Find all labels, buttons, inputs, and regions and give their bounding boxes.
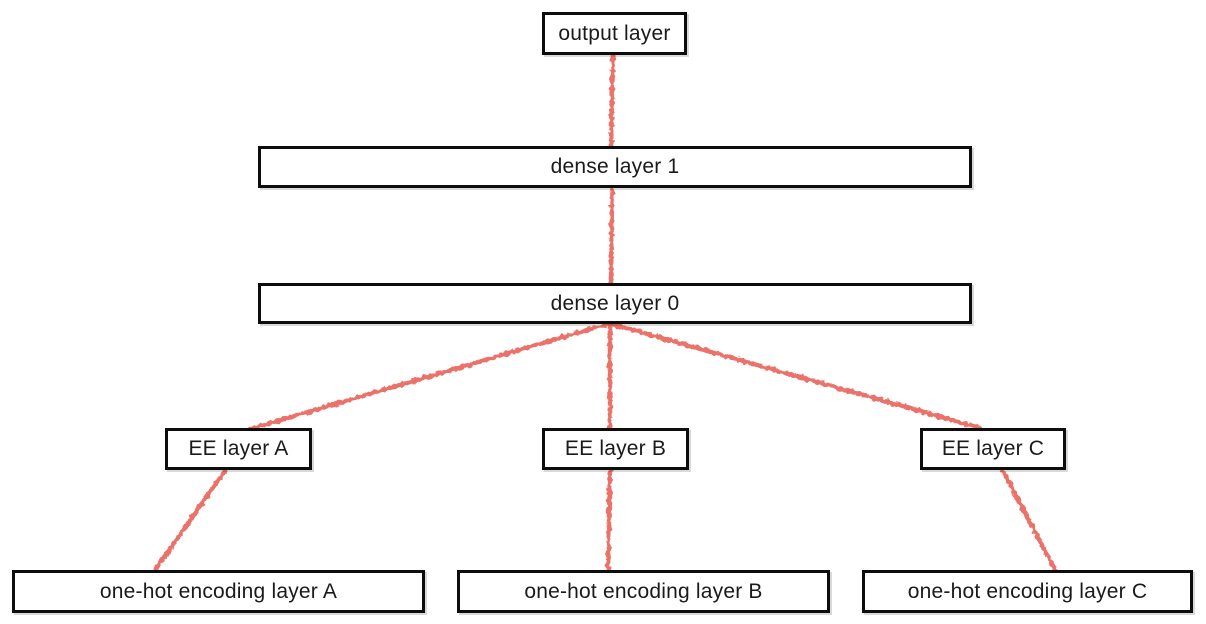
- node-ee-layer-b-label: EE layer B: [564, 437, 667, 460]
- node-ee-layer-b: EE layer B: [542, 428, 689, 470]
- node-output-layer: output layer: [542, 12, 687, 55]
- edge-ee-layer-c-to-dense-layer-0: [609, 321, 983, 431]
- node-ee-layer-c: EE layer C: [920, 428, 1066, 470]
- node-ee-layer-c-label: EE layer C: [941, 437, 1045, 460]
- edge-ee-layer-a-to-dense-layer-0: [247, 321, 611, 432]
- node-dense-layer-1-label: dense layer 1: [550, 155, 680, 178]
- edge-one-hot-a-to-ee-layer-a: [152, 468, 228, 573]
- edge-one-hot-b-to-ee-layer-b: [605, 467, 613, 573]
- node-dense-layer-0: dense layer 0: [258, 283, 972, 324]
- node-one-hot-encoding-layer-c-label: one-hot encoding layer C: [907, 579, 1148, 603]
- node-one-hot-encoding-layer-a-label: one-hot encoding layer A: [99, 579, 338, 603]
- node-ee-layer-a: EE layer A: [165, 428, 312, 470]
- node-one-hot-encoding-layer-c: one-hot encoding layer C: [862, 570, 1193, 613]
- edge-one-hot-c-to-ee-layer-c: [1000, 468, 1058, 573]
- node-output-layer-label: output layer: [558, 21, 671, 45]
- node-ee-layer-a-label: EE layer A: [188, 437, 289, 460]
- edge-dense-layer-1-to-output-layer: [608, 51, 616, 150]
- node-one-hot-encoding-layer-b: one-hot encoding layer B: [457, 570, 830, 613]
- edge-dense-layer-0-to-dense-layer-1: [608, 184, 615, 287]
- node-dense-layer-0-label: dense layer 0: [550, 291, 680, 315]
- node-dense-layer-1: dense layer 1: [258, 146, 972, 188]
- node-one-hot-encoding-layer-b-label: one-hot encoding layer B: [524, 579, 763, 603]
- node-one-hot-encoding-layer-a: one-hot encoding layer A: [12, 570, 425, 613]
